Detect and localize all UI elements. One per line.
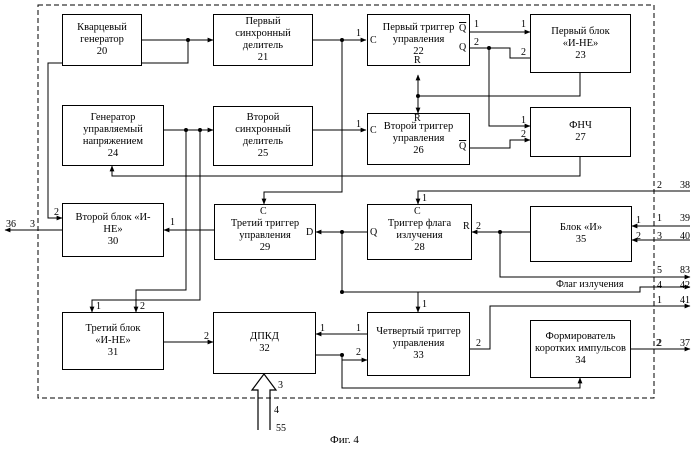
pin-22-in-1: 1 [356, 29, 361, 39]
block-34-short-pulse-former: Формирователь коротких импульсов 34 [530, 320, 631, 378]
block-35-and: Блок «И» 35 [530, 206, 632, 262]
block-27-name: ФНЧ [569, 120, 592, 132]
block-21-number: 21 [258, 52, 269, 64]
block-27-number: 27 [575, 132, 586, 144]
terminal-36-pin: 3 [30, 220, 35, 230]
block-28-number: 28 [414, 242, 425, 254]
block-35-number: 35 [576, 234, 587, 246]
pin-35-1: 1 [636, 216, 641, 226]
block-29-number: 29 [260, 242, 271, 254]
block-24-name: Генератор управляемый напряжением [65, 112, 161, 148]
pin-28-r: R [463, 222, 470, 232]
block-24-vco: Генератор управляемый напряжением 24 [62, 105, 164, 166]
block-30-second-nand: Второй блок «И-НЕ» 30 [62, 203, 164, 257]
pin-30-1: 1 [170, 218, 175, 228]
block-25-name: Второй синхронный делитель [223, 112, 303, 148]
block-31-name: Третий блок «И-НЕ» [78, 323, 148, 347]
pin-32-2: 2 [204, 332, 209, 342]
block-32-number: 32 [259, 343, 270, 355]
pin-29-c: C [260, 207, 267, 217]
pin-26-c: C [370, 126, 377, 136]
block-24-number: 24 [108, 148, 119, 160]
block-20-number: 20 [97, 46, 108, 58]
block-26-number: 26 [413, 145, 424, 157]
block-35-name: Блок «И» [560, 222, 602, 234]
terminal-55: 55 [276, 424, 286, 434]
terminal-36: 36 [6, 220, 16, 230]
block-25-number: 25 [258, 148, 269, 160]
block-23-first-nand: Первый блок «И-НЕ» 23 [530, 14, 631, 73]
block-27-lpf: ФНЧ 27 [530, 107, 631, 157]
pin-22-q1: Q [459, 24, 466, 34]
pin-22-r: R [414, 56, 421, 66]
pin-28-c: C [414, 207, 421, 217]
pin-32-1: 1 [320, 324, 325, 334]
block-22-name: Первый триггер управления [374, 22, 464, 46]
terminal-37: 37 [680, 339, 690, 349]
block-29-name: Третий триггер управления [225, 218, 305, 242]
terminal-42-pin: 4 [657, 281, 662, 291]
block-30-number: 30 [108, 236, 119, 248]
pin-32-3: 3 [278, 381, 283, 391]
block-34-name: Формирователь коротких импульсов [535, 331, 627, 355]
pin-28-c-1: 1 [422, 194, 427, 204]
terminal-38: 38 [680, 181, 690, 191]
terminal-41: 41 [680, 296, 690, 306]
terminal-39: 39 [680, 214, 690, 224]
pin-22-c: C [370, 36, 377, 46]
pin-33-2: 2 [356, 348, 361, 358]
pin-26-q: Q [459, 142, 466, 152]
pin-22-q2: Q [459, 43, 466, 53]
block-32-name: ДПКД [250, 331, 279, 343]
pin-26-in-1: 1 [356, 120, 361, 130]
pin-29-d: D [306, 228, 313, 238]
flag-label: Флаг излучения [556, 280, 624, 290]
block-33-fourth-control-trigger: Четвертый триггер управления 33 [367, 312, 470, 376]
block-23-name: Первый блок «И-НЕ» [546, 26, 616, 50]
terminal-40-pin: 3 [657, 232, 662, 242]
pin-33-out-2: 2 [476, 339, 481, 349]
terminal-55-pin: 4 [274, 406, 279, 416]
block-30-name: Второй блок «И-НЕ» [73, 212, 153, 236]
block-25-second-sync-divider: Второй синхронный делитель 25 [213, 106, 313, 166]
terminal-37-pin: 2 [657, 339, 662, 349]
pin-27-1: 1 [521, 116, 526, 126]
terminal-40: 40 [680, 232, 690, 242]
block-32-dpkd: ДПКД 32 [213, 312, 316, 374]
block-23-number: 23 [575, 50, 586, 62]
pin-23-2: 2 [521, 48, 526, 58]
pin-26-r: R [414, 114, 421, 124]
figure-caption: Фиг. 4 [330, 434, 359, 446]
pin-31-1: 1 [96, 302, 101, 312]
pin-23-1: 1 [521, 20, 526, 30]
block-21-name: Первый синхронный делитель [217, 16, 309, 52]
pin-28-r-2: 2 [476, 222, 481, 232]
pin-33-1: 1 [356, 324, 361, 334]
block-28-name: Триггер флага излучения [380, 218, 460, 242]
pin-22-out-2: 2 [474, 38, 479, 48]
block-20-name: Кварцевый генератор [71, 22, 133, 46]
pin-35-2: 2 [636, 232, 641, 242]
block-26-name: Второй триггер управления [371, 121, 466, 145]
pin-27-2: 2 [521, 130, 526, 140]
block-31-third-nand: Третий блок «И-НЕ» 31 [62, 312, 164, 370]
block-34-number: 34 [575, 355, 586, 367]
terminal-38-pin: 2 [657, 181, 662, 191]
block-21-first-sync-divider: Первый синхронный делитель 21 [213, 14, 313, 66]
terminal-41-pin: 1 [657, 296, 662, 306]
pin-33-in-1: 1 [422, 300, 427, 310]
pin-31-2: 2 [140, 302, 145, 312]
terminal-83-pin: 5 [657, 266, 662, 276]
block-31-number: 31 [108, 347, 119, 359]
pin-28-q: Q [370, 228, 377, 238]
terminal-42: 42 [680, 281, 690, 291]
block-20-quartz-generator: Кварцевый генератор 20 [62, 14, 142, 66]
block-33-name: Четвертый триггер управления [371, 326, 467, 350]
pin-30-2: 2 [54, 208, 59, 218]
terminal-83: 83 [680, 266, 690, 276]
pin-22-out-1: 1 [474, 20, 479, 30]
block-33-number: 33 [413, 350, 424, 362]
terminal-39-pin: 1 [657, 214, 662, 224]
